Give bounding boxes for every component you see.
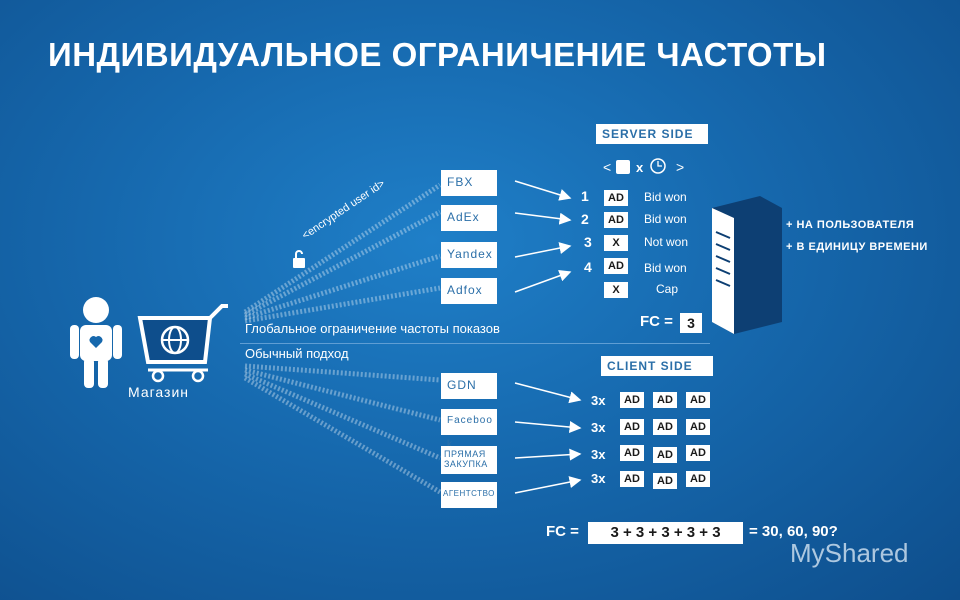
bid-status: Cap — [656, 282, 679, 296]
server-side-title: SERVER SIDE — [596, 124, 708, 144]
shopping-cart-icon — [137, 304, 228, 383]
ad-box: AD — [620, 419, 644, 435]
note-per-time: + В ЕДИНИЦУ ВРЕМЕНИ — [786, 241, 928, 253]
exchange-adfox: Adfox — [441, 278, 497, 304]
svg-text:<: < — [603, 159, 611, 175]
bid-status: Bid won — [644, 261, 687, 275]
ad-box: AD — [653, 392, 677, 408]
multiplier: 3x — [591, 420, 606, 435]
user-times-clock-icon: < x > — [603, 158, 684, 175]
global-cap-label: Глобальное ограничение частоты показов — [245, 321, 500, 336]
server-box: X — [604, 235, 628, 251]
multiplier: 3x — [591, 393, 606, 408]
bid-status: Bid won — [644, 190, 687, 204]
ad-box: AD — [653, 419, 677, 435]
server-box: X — [604, 282, 628, 298]
server-fc-value: 3 — [680, 313, 702, 333]
row-number: 3 — [584, 234, 592, 250]
exchange-adex: AdEx — [441, 205, 497, 231]
row-number: 4 — [584, 259, 592, 275]
server-fc-label: FC = — [640, 313, 673, 330]
server-box: AD — [604, 190, 628, 206]
exchange-fbx: FBX — [441, 170, 497, 196]
multiplier: 3x — [591, 447, 606, 462]
ad-box: AD — [653, 447, 677, 463]
client-fc-formula: 3 + 3 + 3 + 3 + 3 — [588, 522, 743, 544]
divider — [240, 343, 710, 344]
person-icon — [70, 297, 122, 388]
bid-status: Bid won — [644, 212, 687, 226]
lock-icon — [293, 250, 305, 268]
svg-text:>: > — [676, 159, 684, 175]
store-label: Магазин — [128, 384, 190, 400]
svg-text:x: x — [636, 160, 644, 175]
client-fc-label: FC = — [546, 523, 579, 540]
ad-box: AD — [620, 392, 644, 408]
multiplier: 3x — [591, 471, 606, 486]
row-number: 2 — [581, 211, 589, 227]
ad-box: AD — [620, 445, 644, 461]
note-per-user: + НА ПОЛЬЗОВАТЕЛЯ — [786, 219, 915, 231]
ad-box: AD — [653, 473, 677, 489]
row-number: 1 — [581, 188, 589, 204]
ad-box: AD — [620, 471, 644, 487]
exchange-yandex: Yandex — [441, 242, 497, 268]
exchange-facebook: Faceboo k — [441, 409, 497, 450]
bid-status: Not won — [644, 235, 689, 249]
ad-box: AD — [686, 419, 710, 435]
usual-approach-label: Обычный подход — [245, 346, 349, 361]
server-box: AD — [604, 258, 628, 274]
server-icon — [712, 196, 782, 334]
exchange-gdn: GDN — [441, 373, 497, 399]
exchange-agency: АГЕНТСТВО — [441, 482, 497, 508]
page-title: ИНДИВИДУАЛЬНОЕ ОГРАНИЧЕНИЕ ЧАСТОТЫ — [48, 36, 827, 73]
ad-box: AD — [686, 392, 710, 408]
exchange-direct-purchase: ПРЯМАЯ ЗАКУПКА — [441, 446, 497, 474]
ad-box: AD — [686, 471, 710, 487]
server-box: AD — [604, 212, 628, 228]
client-side-title: CLIENT SIDE — [601, 356, 713, 376]
watermark: MyShared — [790, 538, 909, 568]
client-fc-result: = 30, 60, 90? — [749, 523, 838, 540]
ad-box: AD — [686, 445, 710, 461]
